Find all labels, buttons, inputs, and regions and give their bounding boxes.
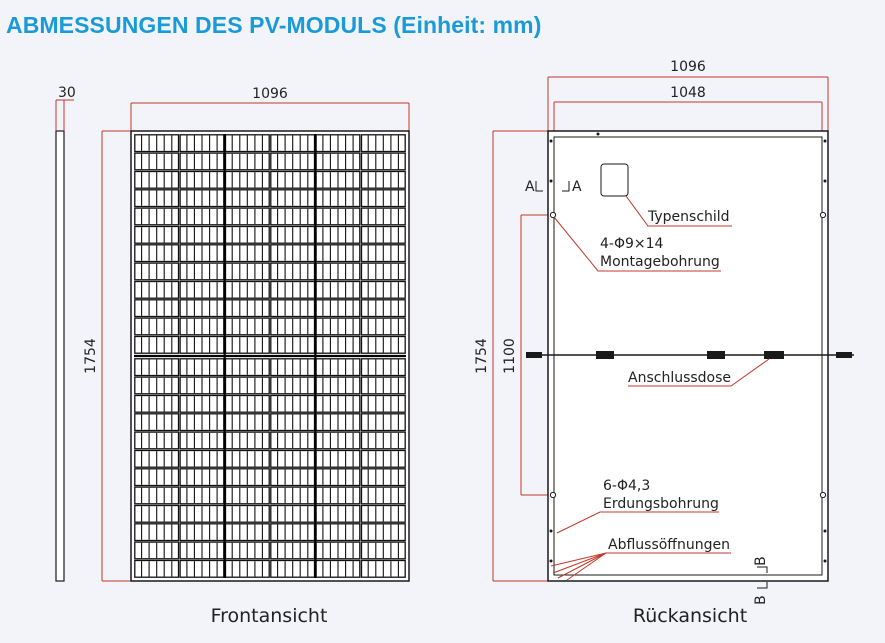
drain-holes-leaders	[550, 552, 607, 581]
mounting-hole	[819, 491, 827, 499]
back-module-frame	[547, 130, 829, 582]
back-outer-width-dim-label: 1096	[670, 59, 706, 75]
mounting-hole-leader	[553, 216, 721, 272]
page-title: ABMESSUNGEN DES PV-MODULS (Einheit: mm)	[6, 12, 542, 38]
back-caption: Rückansicht	[633, 605, 747, 627]
front-width-dim-label: 1096	[252, 86, 288, 102]
side-profile	[55, 130, 65, 582]
section-b-bottom: B	[753, 595, 769, 605]
section-a-right: A	[572, 179, 582, 195]
side-view: 30	[55, 85, 76, 582]
grounding-hole-leader	[556, 511, 719, 534]
nameplate	[600, 163, 629, 197]
back-height-dim-label: 1754	[474, 338, 490, 374]
grounding-hole-label: Erdungsbohrung	[603, 496, 719, 512]
section-b-top: B	[753, 556, 769, 566]
back-inner-width-dim-label: 1048	[670, 85, 706, 101]
nameplate-label: Typenschild	[647, 209, 730, 225]
front-view: 1096 1754 Frontansicht	[83, 86, 410, 627]
section-a-left: A	[525, 179, 535, 195]
drain-holes-label: Abflussöffnungen	[608, 537, 730, 553]
back-view: 1096 1048 1754 1100	[474, 59, 854, 627]
mounting-hole-count: 4-Φ9×14	[600, 236, 664, 252]
thickness-dim-label: 30	[58, 85, 76, 101]
front-caption: Frontansicht	[211, 605, 328, 627]
back-frame-inner-edge	[553, 136, 823, 576]
mounting-hole	[819, 211, 827, 219]
junction-box-cables	[526, 351, 854, 359]
hole-spacing-dim-label: 1100	[502, 338, 518, 374]
solar-cell-grid	[134, 134, 406, 578]
mounting-hole-label: Montagebohrung	[600, 254, 720, 270]
mounting-hole	[549, 491, 557, 499]
mounting-hole	[549, 211, 557, 219]
front-height-dim-label: 1754	[83, 338, 99, 374]
grounding-hole-count: 6-Φ4,3	[603, 478, 650, 494]
grounding-holes	[549, 132, 827, 563]
junction-box-label: Anschlussdose	[628, 370, 731, 386]
nameplate-leader	[625, 195, 732, 227]
junction-box-leader	[628, 358, 770, 387]
